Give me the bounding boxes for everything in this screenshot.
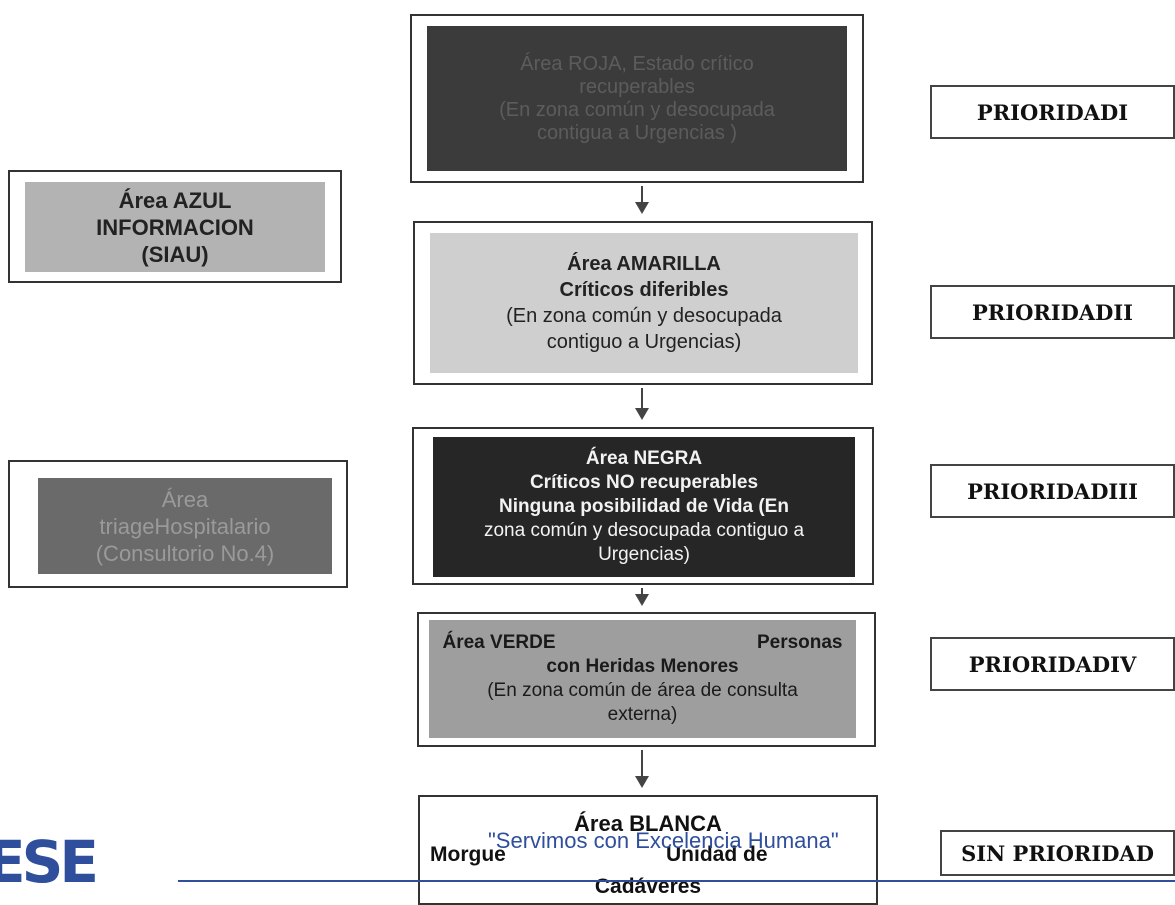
area-verde-box: Área VERDE Personas con Heridas Menores … — [429, 620, 856, 738]
arrow-down-icon — [635, 186, 649, 214]
area-blanca-title: Área BLANCA — [574, 811, 722, 836]
area-verde-frame: Área VERDE Personas con Heridas Menores … — [417, 612, 876, 747]
area-amarilla-frame: Área AMARILLA Críticos diferibles (En zo… — [413, 221, 873, 385]
area-roja-line-1: Área ROJA, Estado crítico — [520, 52, 754, 75]
area-blanca-right: Unidad de — [666, 843, 768, 866]
priority-1-label: PRIORIDADI — [930, 85, 1175, 139]
arrow-down-icon — [635, 388, 649, 420]
area-negra-box: Área NEGRA Críticos NO recuperables Ning… — [433, 437, 855, 577]
area-amarilla-subtitle: Críticos diferibles — [559, 279, 729, 301]
slogan-text: "Servimos con Excelencia Humana" — [488, 828, 839, 853]
area-roja-line-2: recuperables — [579, 75, 695, 98]
area-triage-box: Área triageHospitalario (Consultorio No.… — [38, 478, 332, 574]
arrow-down-icon — [635, 588, 649, 606]
area-amarilla-line-3: (En zona común y desocupada — [506, 305, 782, 327]
area-verde-title-right: Personas — [756, 632, 843, 653]
area-negra-line-4: zona común y desocupada contiguo a — [483, 520, 805, 541]
area-triage-line-2: triageHospitalario — [99, 513, 271, 539]
arrow-down-icon — [635, 750, 649, 788]
priority-2-label: PRIORIDADII — [930, 285, 1175, 339]
priority-none-label: SIN PRIORIDAD — [940, 830, 1175, 876]
area-roja-line-3: (En zona común y desocupada — [499, 98, 775, 121]
area-negra-title: Área NEGRA — [585, 448, 703, 469]
footer-rule — [178, 880, 1175, 882]
area-triage-frame: Área triageHospitalario (Consultorio No.… — [8, 460, 348, 588]
area-amarilla-line-4: contiguo a Urgencias) — [546, 331, 742, 353]
area-blanca-bottom: Cadáveres — [594, 875, 702, 898]
area-roja-line-4: contigua a Urgencias ) — [536, 121, 738, 144]
area-amarilla-box: Área AMARILLA Críticos diferibles (En zo… — [430, 233, 858, 373]
area-triage-line-1: Área — [161, 486, 209, 512]
area-azul-line-2: INFORMACION — [96, 214, 254, 240]
ese-logo: ESE — [0, 828, 99, 896]
area-roja-box: Área ROJA, Estado crítico recuperables (… — [427, 26, 847, 171]
area-negra-frame: Área NEGRA Críticos NO recuperables Ning… — [412, 427, 874, 585]
area-amarilla-title: Área AMARILLA — [567, 253, 721, 275]
area-verde-line-3: (En zona común de área de consulta — [487, 680, 798, 701]
area-verde-line-4: externa) — [607, 704, 678, 725]
area-verde-title: Área VERDE — [442, 632, 556, 653]
area-azul-box: Área AZUL INFORMACION (SIAU) — [25, 182, 325, 272]
area-azul-line-1: Área AZUL — [118, 187, 232, 213]
priority-3-label: PRIORIDADIII — [930, 464, 1175, 518]
area-negra-line-5: Urgencias) — [598, 544, 690, 565]
area-negra-subtitle: Críticos NO recuperables — [529, 472, 759, 493]
area-triage-line-3: (Consultorio No.4) — [95, 540, 275, 566]
area-negra-line-3: Ninguna posibilidad de Vida (En — [499, 496, 789, 517]
area-blanca-left: Morgue — [430, 843, 506, 866]
area-azul-line-3: (SIAU) — [141, 241, 209, 267]
area-verde-line-2: con Heridas Menores — [546, 656, 739, 677]
area-verde-line-1: Área VERDE Personas — [443, 631, 843, 655]
area-roja-frame: Área ROJA, Estado crítico recuperables (… — [410, 14, 864, 183]
area-azul-frame: Área AZUL INFORMACION (SIAU) — [8, 170, 342, 283]
priority-4-label: PRIORIDADIV — [930, 637, 1175, 691]
